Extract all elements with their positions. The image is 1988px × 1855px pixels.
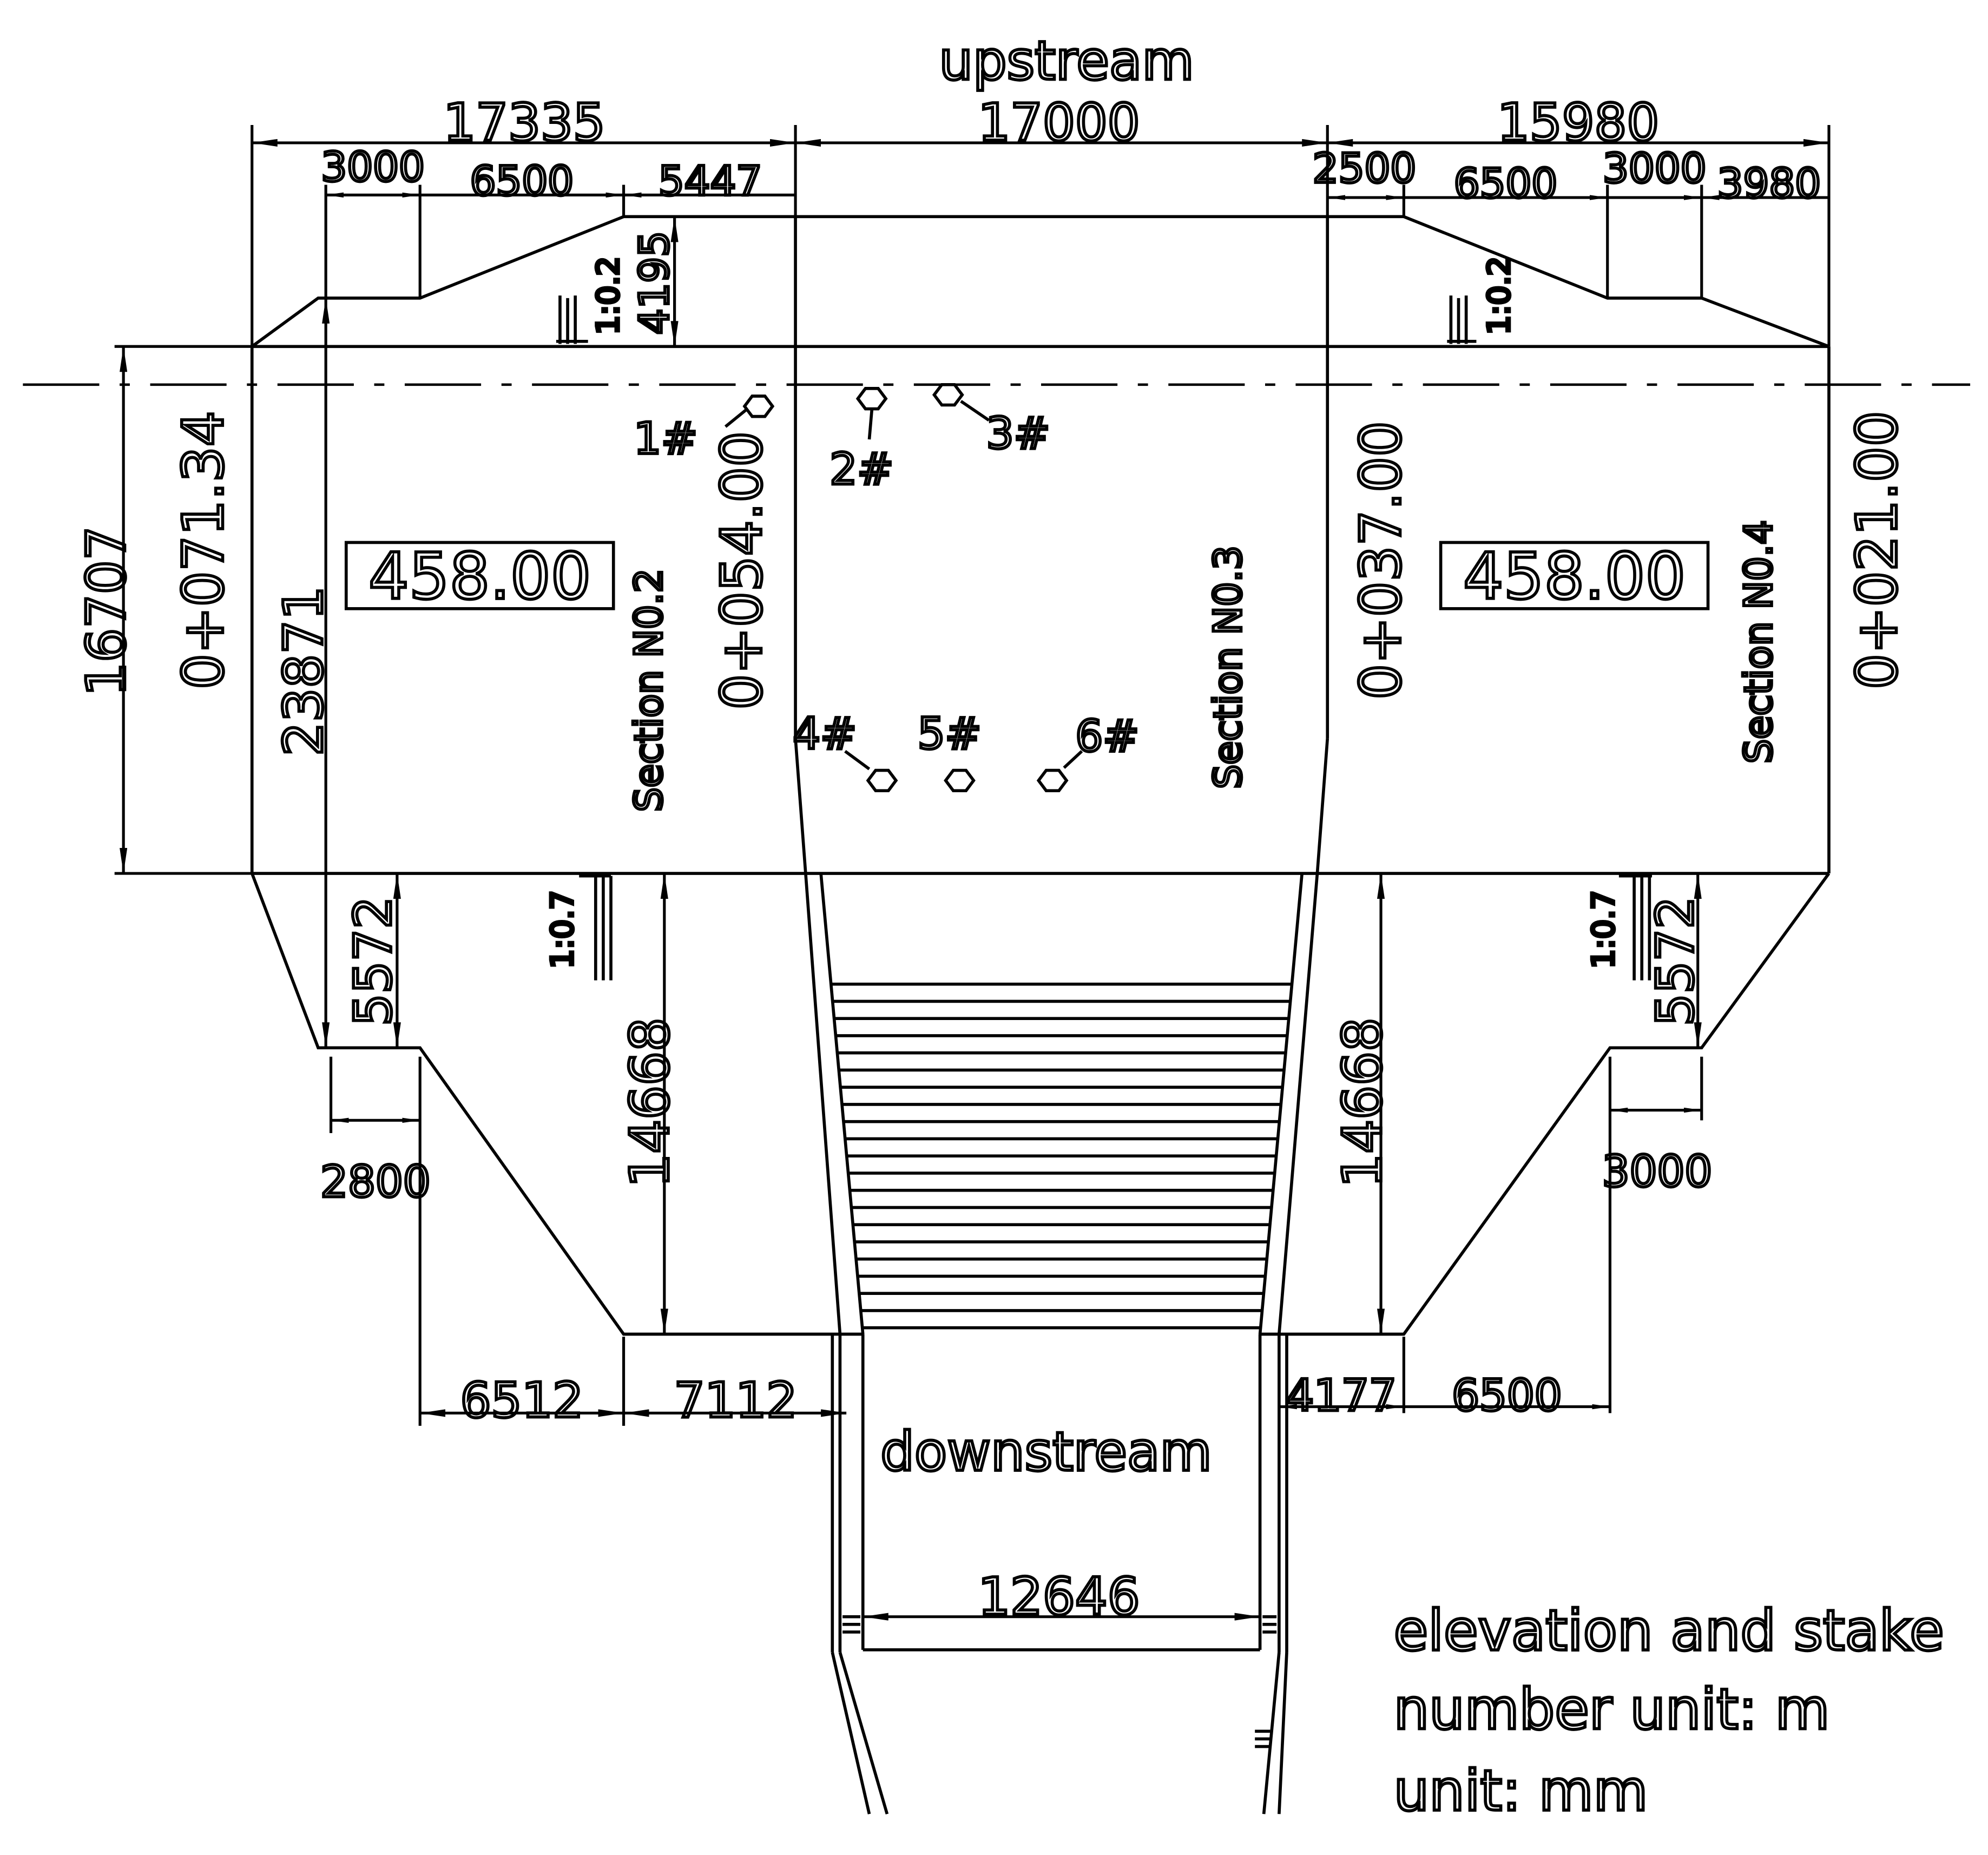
hole-5 (944, 768, 976, 792)
hole-4 (866, 768, 898, 792)
note-line-1: elevation and stake (1394, 1599, 1944, 1663)
slope-down-right: 1:0.7 (1586, 890, 1621, 969)
stake-054: 0+054.00 (710, 431, 775, 710)
dim-4195: 4195 (630, 231, 678, 335)
dim-14668-right: 14668 (1332, 1017, 1394, 1187)
elevation-left: 458.00 (368, 540, 591, 614)
dim-14668-left: 14668 (619, 1017, 681, 1187)
hole-label-4: 4# (793, 709, 857, 759)
dim-sub-l1: 3000 (321, 143, 425, 190)
note-line-2: number unit: m (1394, 1678, 1830, 1742)
slope-up-left: 1:0.2 (591, 256, 626, 335)
stilling-steps (831, 982, 1292, 1330)
elevation-box-left (344, 541, 615, 610)
labels: upstream downstream 17335 17000 15980 30… (74, 28, 1946, 1825)
slope-down-left: 1:0.7 (545, 890, 580, 969)
dim-sub-l2: 6500 (470, 157, 574, 205)
dim-sub-r2: 6500 (1454, 160, 1558, 207)
section-no3: Section N0.3 (1206, 545, 1250, 789)
dim-sub-r4: 3980 (1717, 160, 1821, 207)
dim-sub-l3: 5447 (659, 157, 762, 205)
dim-6512: 6512 (460, 1372, 583, 1429)
holes (724, 383, 1083, 792)
section-no4: Section N0.4 (1736, 520, 1781, 764)
dim-6500-bottom: 6500 (1452, 1371, 1562, 1421)
hole-label-5: 5# (918, 709, 982, 759)
label-downstream: downstream (880, 1421, 1212, 1483)
hole-label-1: 1# (634, 413, 697, 464)
hole-6 (1036, 768, 1069, 792)
stake-021: 0+021.00 (1845, 411, 1910, 689)
dim-7112: 7112 (674, 1372, 797, 1429)
dim-top-right: 15980 (1497, 94, 1659, 153)
dim-16707: 16707 (76, 526, 138, 696)
elevation-right: 458.00 (1463, 540, 1686, 614)
stake-037: 0+037.00 (1348, 421, 1413, 700)
dim-top-left: 17335 (443, 94, 605, 153)
hole-1 (742, 394, 775, 418)
hole-label-3: 3# (986, 408, 1050, 458)
dim-4177: 4177 (1286, 1371, 1397, 1421)
dim-5572-right: 5572 (1646, 897, 1705, 1026)
dim-2800: 2800 (320, 1156, 431, 1207)
outline (23, 215, 1971, 1815)
dim-sub-r1: 2500 (1313, 144, 1417, 192)
hole-2 (855, 387, 888, 411)
dim-23871: 23871 (273, 586, 335, 756)
elevation-box-right (1439, 541, 1710, 610)
stake-071: 0+071.34 (172, 411, 236, 689)
dimension-lines (114, 124, 1831, 1621)
dim-12646: 12646 (978, 1568, 1140, 1627)
dim-top-mid: 17000 (978, 94, 1140, 153)
label-upstream: upstream (939, 30, 1194, 92)
dim-sub-r3: 3000 (1603, 144, 1707, 192)
dim-3000-right: 3000 (1602, 1147, 1713, 1197)
section-no2: Section N0.2 (627, 569, 671, 812)
hole-3 (932, 383, 964, 407)
hole-label-6: 6# (1075, 711, 1139, 761)
note-line-3: unit: mm (1394, 1759, 1648, 1824)
dim-5572-left: 5572 (344, 897, 403, 1026)
hole-label-2: 2# (830, 444, 893, 494)
slope-up-right: 1:0.2 (1482, 256, 1517, 335)
